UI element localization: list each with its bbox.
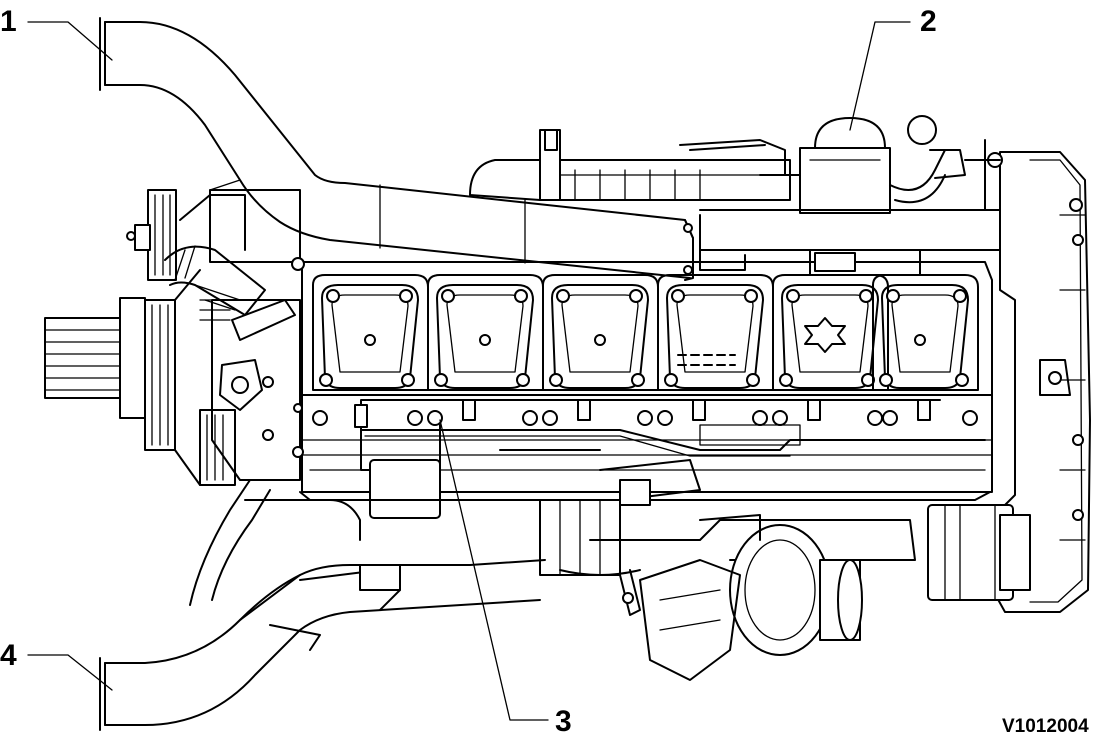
coolant-housing bbox=[164, 189, 305, 481]
upper-ancillaries bbox=[469, 115, 1003, 276]
oil-filler-cap-icon bbox=[804, 317, 846, 353]
turbocharger bbox=[639, 514, 863, 681]
starter-motor bbox=[927, 504, 1031, 601]
lower-components bbox=[299, 459, 991, 681]
front-pulleys bbox=[44, 189, 246, 486]
figure-reference-code: V1012004 bbox=[1002, 716, 1089, 737]
callout-leaders bbox=[27, 21, 911, 721]
coolant-pipe-lower bbox=[99, 479, 621, 731]
callout-3: 3 bbox=[555, 705, 572, 738]
callout-4: 4 bbox=[0, 639, 17, 672]
callout-1: 1 bbox=[0, 5, 17, 38]
cylinder-heads bbox=[312, 274, 979, 426]
fuel-injection-pipes bbox=[354, 399, 986, 471]
coolant-pipe-upper bbox=[99, 17, 694, 281]
callout-2: 2 bbox=[920, 5, 937, 38]
